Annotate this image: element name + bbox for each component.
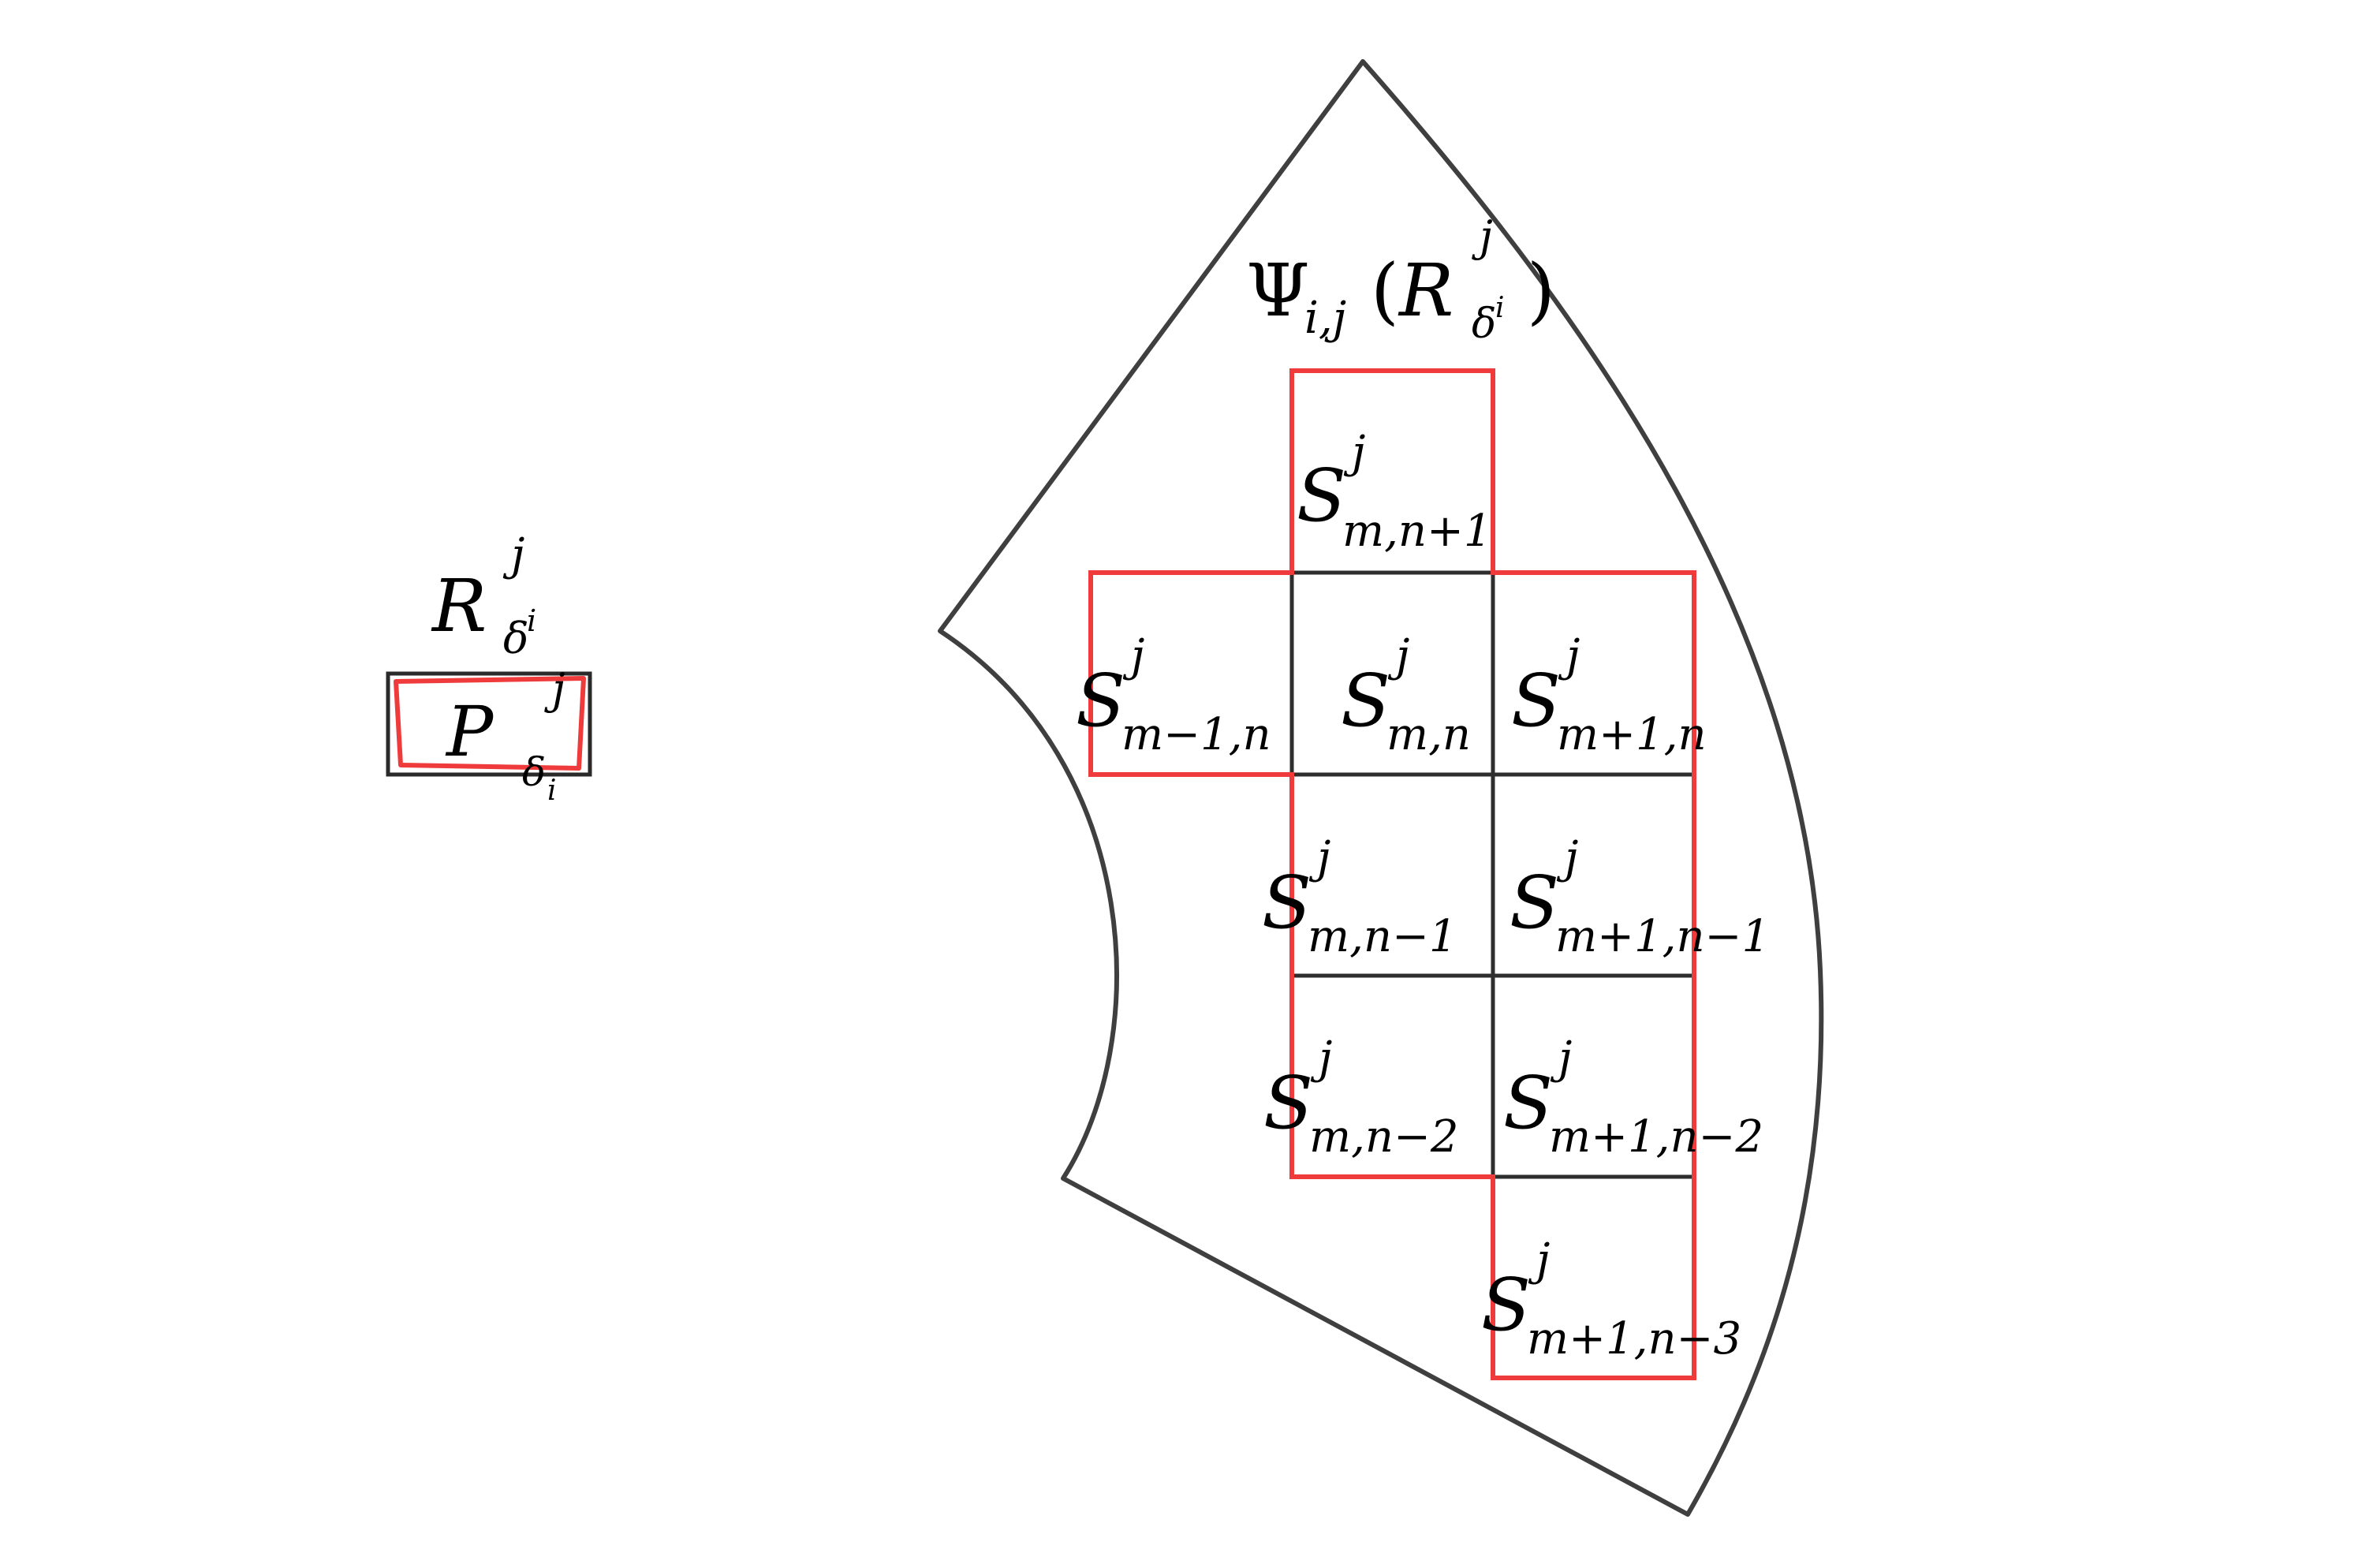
cell-sub: m,n−1	[1308, 911, 1457, 962]
cell-label-m-n: S j m,n	[1341, 630, 1471, 760]
grid-lines	[1289, 570, 1694, 1179]
cell-main: S	[1341, 659, 1390, 743]
cell-sup: j	[1528, 1234, 1550, 1286]
cell-label-m-plus-1-n: S j m+1,n	[1511, 630, 1707, 760]
cell-label-m-plus-1-n-minus-3: S j m+1,n−3	[1481, 1234, 1741, 1365]
label-reference-polygon: P j δ i	[445, 664, 565, 807]
cell-sup: j	[1556, 832, 1578, 883]
label-image-region: Ψ i,j ( R j δ i )	[1246, 211, 1555, 348]
cell-sub: m+1,n	[1557, 709, 1707, 760]
cell-label-m-minus-1-n: S j m−1,n	[1076, 630, 1271, 760]
cell-main: S	[1510, 861, 1559, 945]
cell-main: S	[1481, 1263, 1531, 1347]
cell-label-m-plus-1-n-minus-1: S j m+1,n−1	[1510, 832, 1770, 962]
cell-label-m-n-plus-1: S j m,n+1	[1297, 427, 1492, 557]
cell-sub: m,n	[1386, 709, 1471, 760]
label-p-subsub: i	[547, 775, 557, 807]
label-reference-rectangle: R j δ i	[431, 529, 536, 663]
label-r-sub: δ	[503, 614, 529, 663]
cell-sup: j	[1308, 832, 1330, 883]
label-psi-sub: i,j	[1304, 293, 1346, 344]
annular-sector	[938, 59, 1824, 1517]
label-p-main: P	[445, 691, 494, 772]
cell-sub: m+1,n−2	[1549, 1111, 1763, 1163]
label-psi-open: (	[1371, 248, 1399, 333]
cell-main: S	[1297, 454, 1346, 538]
label-psi-inner-sub: δ	[1472, 301, 1496, 348]
cell-sub: m+1,n−3	[1527, 1313, 1741, 1365]
cell-label-m-plus-1-n-minus-2: S j m+1,n−2	[1503, 1032, 1763, 1163]
cell-sup: j	[1550, 1032, 1572, 1084]
cell-main: S	[1076, 659, 1125, 743]
cell-sup: j	[1343, 427, 1365, 478]
cell-sub: m−1,n	[1121, 709, 1271, 760]
label-r-sup: j	[502, 529, 524, 581]
label-psi-inner-sup: j	[1472, 211, 1493, 261]
cell-main: S	[1262, 861, 1312, 945]
cell-main: S	[1503, 1061, 1553, 1145]
cell-sup: j	[1558, 630, 1580, 681]
label-r-main: R	[431, 564, 487, 648]
cell-union-boundary	[1088, 368, 1696, 1380]
label-psi-inner: R	[1398, 248, 1454, 333]
label-psi-inner-subsub: i	[1495, 292, 1505, 324]
label-p-sub: δ	[522, 749, 546, 795]
cell-sup: j	[1387, 630, 1409, 681]
label-p-sup: j	[544, 664, 565, 714]
cell-sub: m+1,n−1	[1555, 911, 1770, 962]
cell-sup: j	[1310, 1032, 1332, 1084]
cell-sub: m,n+1	[1342, 506, 1492, 557]
label-psi-close: )	[1527, 248, 1555, 333]
label-r-subsub: i	[527, 603, 536, 638]
cell-main: S	[1511, 659, 1561, 743]
reference-rectangle	[386, 671, 592, 777]
cell-sup: j	[1122, 630, 1144, 681]
reference-polygon	[394, 676, 586, 771]
label-psi: Ψ	[1246, 248, 1310, 333]
cell-sub: m,n−2	[1309, 1111, 1459, 1163]
cell-main: S	[1263, 1061, 1313, 1145]
